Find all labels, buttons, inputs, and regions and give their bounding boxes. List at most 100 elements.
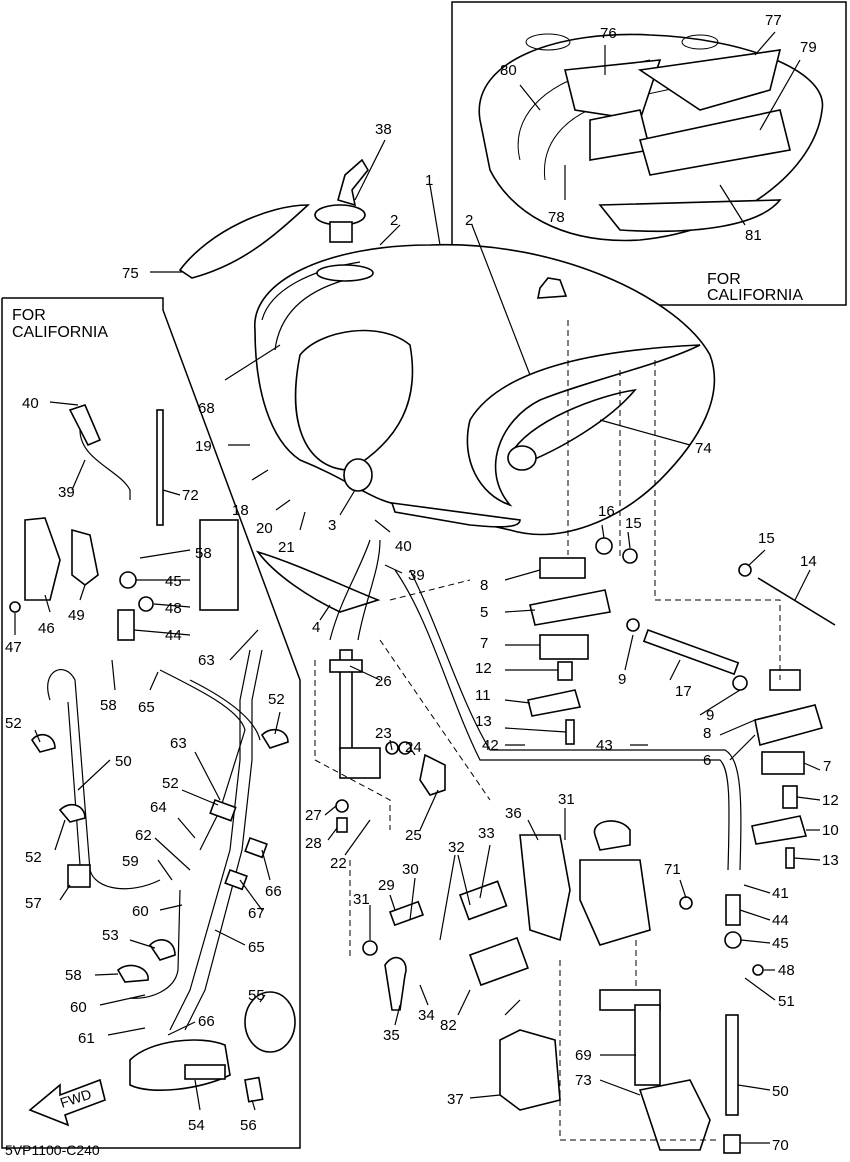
callout-65: 66 (198, 1013, 215, 1030)
california-note-top-line1: FOR (707, 271, 741, 288)
callout-15: 15 (758, 530, 775, 547)
callout-30: 30 (402, 861, 419, 878)
california-inset-top: FOR CALIFORNIA (451, 1, 847, 306)
callout-47: 47 (5, 639, 22, 656)
callout-labels: 1 2 2 3 4 5 6 7 7 8 8 9 9 10 11 12 12 13… (5, 12, 839, 1154)
callout-62: 63 (170, 735, 187, 752)
callout-51: 51 (778, 993, 795, 1010)
california-note-top-line2: CALIFORNIA (707, 287, 803, 304)
callout-3: 3 (328, 517, 336, 534)
callout-67: 68 (198, 400, 215, 417)
callout-79: 80 (500, 62, 517, 79)
callout-59: 60 (70, 999, 87, 1016)
callout-52: 52 (25, 849, 42, 866)
callout-78: 79 (800, 39, 817, 56)
callout-52: 52 (268, 691, 285, 708)
callout-15: 15 (625, 515, 642, 532)
callout-45: 45 (165, 573, 182, 590)
callout-72: 73 (575, 1072, 592, 1089)
callout-69: 70 (772, 1137, 789, 1154)
callout-39: 39 (58, 484, 75, 501)
callout-57: 58 (65, 967, 82, 984)
callout-48: 48 (778, 962, 795, 979)
callout-56: 57 (25, 895, 42, 912)
callout-60: 60 (132, 903, 149, 920)
callout-4: 4 (312, 619, 320, 636)
callout-12: 12 (475, 660, 492, 677)
leader-lines (14, 139, 821, 1144)
callout-81: 82 (440, 1017, 457, 1034)
callout-44: 44 (772, 912, 789, 929)
callout-46: 46 (38, 620, 55, 637)
callout-28: 28 (305, 835, 322, 852)
fwd-arrow: FWD (28, 1078, 106, 1127)
callout-8: 8 (480, 577, 488, 594)
hoses-and-guides (314, 320, 781, 1141)
callout-40: 40 (22, 395, 39, 412)
callout-74: 75 (122, 265, 139, 282)
callout-9: 9 (618, 671, 626, 688)
callout-34: 34 (418, 1007, 435, 1024)
fuel-tank (254, 243, 716, 536)
callout-25: 25 (405, 827, 422, 844)
callout-24: 24 (405, 739, 422, 756)
callout-41: 41 (772, 885, 789, 902)
callout-54: 55 (248, 987, 265, 1004)
pad-4 (255, 550, 381, 613)
callout-22: 22 (330, 855, 347, 872)
callout-70: 71 (664, 861, 681, 878)
callout-76: 77 (765, 12, 782, 29)
callout-35: 35 (383, 1027, 400, 1044)
callout-45: 45 (772, 935, 789, 952)
callout-40: 40 (395, 538, 412, 555)
callout-31: 31 (558, 791, 575, 808)
callout-71: 72 (182, 487, 199, 504)
california-note-left-line1: FOR (12, 307, 46, 324)
callout-63: 64 (150, 799, 167, 816)
callout-31: 31 (353, 891, 370, 908)
callout-19: 19 (195, 438, 212, 455)
callout-32: 32 (448, 839, 465, 856)
side-cover-74 (178, 204, 311, 279)
callout-49: 49 (68, 607, 85, 624)
callout-26: 26 (375, 673, 392, 690)
callout-14: 14 (800, 553, 817, 570)
callout-73: 74 (695, 440, 712, 457)
callout-36: 36 (505, 805, 522, 822)
callout-52: 52 (162, 775, 179, 792)
callout-58: 58 (195, 545, 212, 562)
rear-mount-parts (527, 537, 836, 869)
callout-13: 13 (475, 713, 492, 730)
callout-38: 38 (375, 121, 392, 138)
california-note-left-line2: CALIFORNIA (12, 324, 108, 341)
callout-42: 42 (482, 737, 499, 754)
callout-52: 53 (102, 927, 119, 944)
evap-system-parts (9, 404, 296, 1103)
callout-37: 37 (447, 1091, 464, 1108)
callout-2: 2 (390, 212, 398, 229)
callout-17: 17 (675, 683, 692, 700)
callout-10: 10 (822, 822, 839, 839)
callout-58: 58 (100, 697, 117, 714)
callout-55: 56 (240, 1117, 257, 1134)
callout-64: 65 (248, 939, 265, 956)
callout-50: 50 (115, 753, 132, 770)
callout-13: 13 (822, 852, 839, 869)
callout-11: 11 (475, 687, 491, 704)
fuel-cock-assembly (329, 649, 631, 1011)
callout-33: 33 (478, 825, 495, 842)
callout-8: 8 (703, 725, 711, 742)
callout-77: 78 (548, 209, 565, 226)
callout-6: 6 (703, 752, 711, 769)
callout-63: 63 (198, 652, 215, 669)
callout-18: 18 (232, 502, 249, 519)
callout-66: 66 (265, 883, 282, 900)
lower-brackets (499, 859, 764, 1154)
callout-2: 2 (465, 212, 473, 229)
callout-5: 5 (480, 604, 488, 621)
callout-21: 21 (278, 539, 295, 556)
callout-23: 23 (375, 725, 392, 742)
callout-7: 7 (823, 758, 831, 775)
callout-75: 76 (600, 25, 617, 42)
fuel-cap-lock (314, 158, 369, 243)
